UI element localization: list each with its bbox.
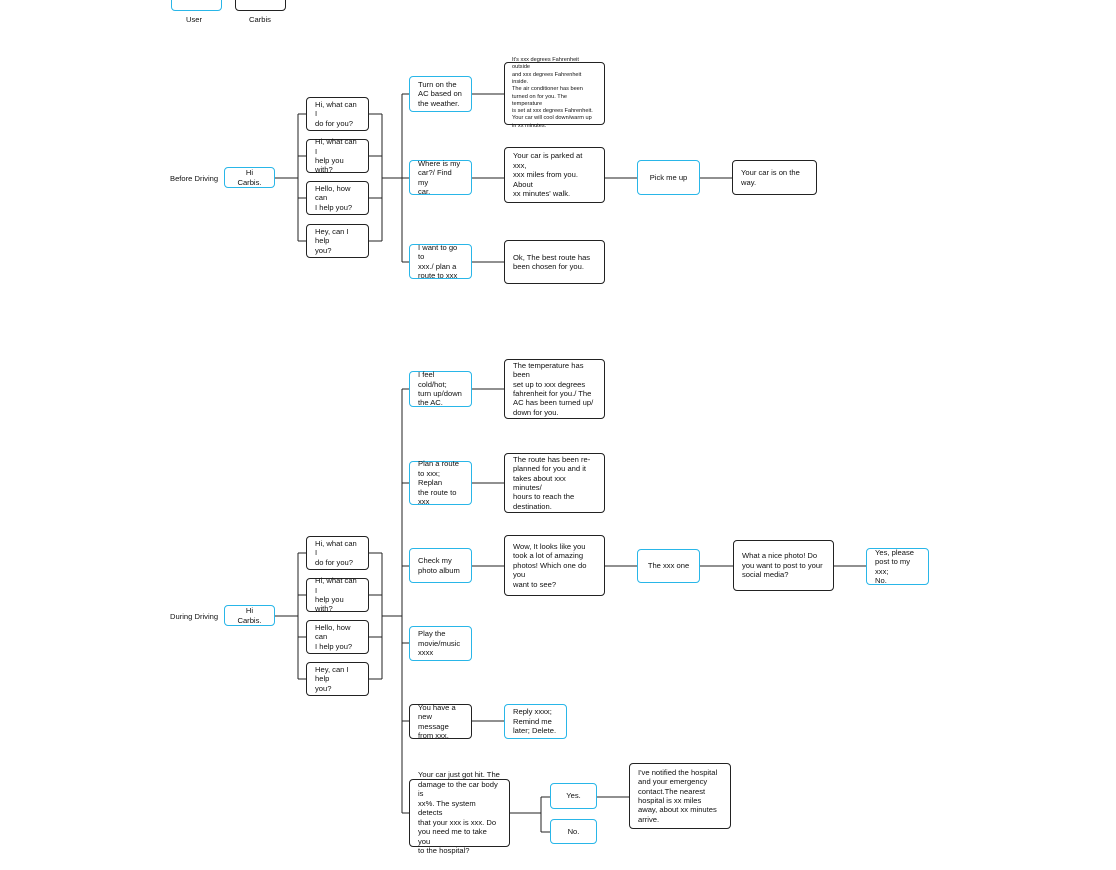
carbis-greeting: Hello, how can I help you? bbox=[306, 181, 369, 215]
user-request-route: I want to go to xxx./ plan a route to xx… bbox=[409, 243, 472, 280]
carbis-reply-route: Ok, The best route has been chosen for y… bbox=[504, 240, 605, 284]
user-request-route: Plan a route to xxx; Replan the route to… bbox=[409, 459, 472, 506]
user-request-play-media: Play the movie/music xxxx bbox=[409, 626, 472, 661]
carbis-greeting: Hi, what can I help you with? bbox=[306, 576, 369, 613]
user-pick-me-up: Pick me up bbox=[637, 160, 700, 195]
carbis-greeting: Hey, can I help you? bbox=[306, 224, 369, 258]
user-crash-yes: Yes. bbox=[550, 783, 597, 809]
carbis-reply-photo-album: Wow, It looks like you took a lot of ama… bbox=[504, 535, 605, 596]
carbis-greeting: Hey, can I help you? bbox=[306, 662, 369, 696]
legend-carbis-swatch bbox=[235, 0, 286, 11]
carbis-hospital-reply: I've notified the hospital and your emer… bbox=[629, 763, 731, 829]
carbis-greeting: Hi, what can I help you with? bbox=[306, 137, 369, 174]
section-label-during-driving: During Driving bbox=[170, 612, 219, 621]
carbis-greeting: Hello, how can I help you? bbox=[306, 620, 369, 654]
user-crash-no: No. bbox=[550, 819, 597, 844]
legend-carbis-label: Carbis bbox=[249, 15, 271, 24]
carbis-reply-ac: It's xxx degrees Fahrenheit outside and … bbox=[504, 57, 605, 129]
user-node-hi-carbis: Hi Carbis. bbox=[224, 167, 275, 188]
user-pick-photo: The xxx one bbox=[637, 549, 700, 583]
user-request-photo-album: Check my photo album bbox=[409, 548, 472, 583]
section-label-before-driving: Before Driving bbox=[170, 174, 219, 183]
user-request-find-car: Where is my car?/ Find my car. bbox=[409, 159, 472, 196]
carbis-car-on-way: Your car is on the way. bbox=[732, 160, 817, 195]
user-message-options: Reply xxxx; Remind me later; Delete. bbox=[504, 704, 567, 739]
legend-user-label: User bbox=[185, 15, 203, 24]
carbis-ask-post-photo: What a nice photo! Do you want to post t… bbox=[733, 540, 834, 591]
carbis-reply-car-location: Your car is parked at xxx, xxx miles fro… bbox=[504, 147, 605, 203]
user-request-ac: I feel cold/hot; turn up/down the AC. bbox=[409, 370, 472, 407]
carbis-new-message: You have a new message from xxx. bbox=[409, 703, 472, 740]
carbis-crash-notice: Your car just got hit. The damage to the… bbox=[409, 770, 510, 855]
user-node-hi-carbis: Hi Carbis. bbox=[224, 605, 275, 626]
carbis-reply-ac: The temperature has been set up to xxx d… bbox=[504, 359, 605, 419]
legend-user-swatch bbox=[171, 0, 222, 11]
user-post-answer: Yes, please post to my xxx; No. bbox=[866, 548, 929, 585]
carbis-greeting: Hi, what can I do for you? bbox=[306, 536, 369, 570]
user-request-ac: Turn on the AC based on the weather. bbox=[409, 76, 472, 112]
carbis-reply-route: The route has been re- planned for you a… bbox=[504, 453, 605, 513]
carbis-greeting: Hi, what can I do for you? bbox=[306, 97, 369, 131]
